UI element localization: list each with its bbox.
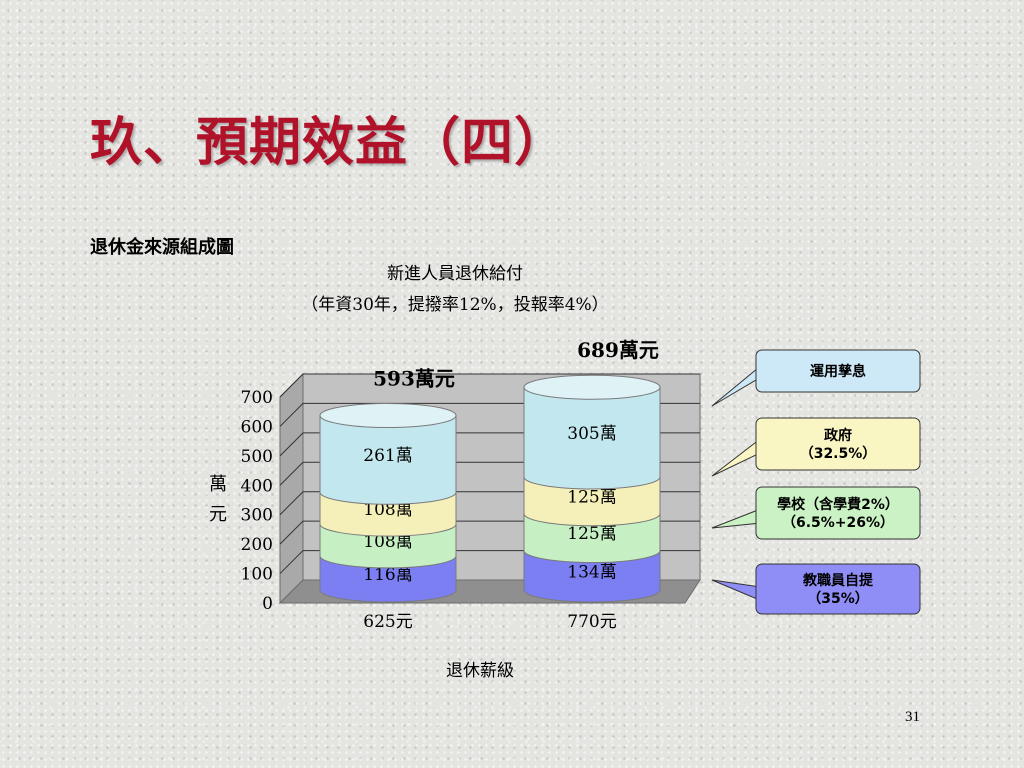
y-tick-label: 200 — [241, 535, 273, 555]
bar-segment — [523, 513, 661, 564]
page-number: 31 — [905, 709, 920, 725]
y-tick-label: 300 — [241, 506, 273, 526]
legend-callout-text: （35%） — [807, 591, 869, 607]
legend-callout-text: 運用孳息 — [810, 363, 866, 380]
y-tick-label: 100 — [241, 565, 273, 585]
chart-side-wall — [279, 372, 304, 605]
data-label: 116萬 — [363, 565, 412, 585]
legend-callout-text: （32.5%） — [800, 446, 877, 462]
x-tick-label: 625元 — [363, 612, 412, 632]
gridline — [279, 373, 700, 398]
data-label: 305萬 — [567, 424, 616, 444]
bar-segment — [319, 555, 457, 603]
chart-subtitle: （年資30年，提撥率12%，投報率4%） — [301, 295, 609, 315]
data-label: 125萬 — [567, 487, 616, 507]
slide-title: 玖、預期效益（四） — [90, 112, 568, 173]
data-label: 108萬 — [363, 500, 412, 520]
y-tick-label: 500 — [241, 447, 273, 467]
legend-callout-pointer — [711, 367, 758, 407]
y-tick-label: 600 — [241, 417, 273, 437]
legend-callout-box — [755, 417, 921, 471]
bar-top — [319, 402, 457, 428]
y-tick-label: 700 — [241, 388, 273, 408]
legend-callout-box — [755, 349, 921, 393]
bar-segment — [523, 386, 661, 490]
bar-segment — [319, 491, 457, 537]
x-axis-label: 退休薪級 — [446, 661, 514, 681]
section-label: 退休金來源組成圖 — [90, 237, 234, 258]
legend-callout-pointer — [711, 579, 758, 600]
chart-title: 新進人員退休給付 — [387, 264, 523, 284]
bar-segment — [319, 414, 457, 505]
bar-top — [523, 374, 661, 400]
legend-callout-box — [755, 563, 921, 615]
total-label: 593萬元 — [373, 366, 455, 390]
bar-segment — [523, 476, 661, 527]
legend-callout-text: 學校（含學費2%） — [777, 496, 899, 513]
y-axis-label: 萬 — [209, 474, 227, 495]
y-tick-label: 400 — [241, 476, 273, 496]
data-label: 261萬 — [363, 446, 412, 466]
legend-callout-text: （6.5%+26%） — [782, 515, 894, 531]
legend-callout-pointer — [711, 509, 758, 529]
y-axis-label: 元 — [209, 504, 227, 525]
x-tick-label: 770元 — [567, 612, 616, 632]
data-label: 108萬 — [363, 532, 412, 552]
legend-callout-pointer — [711, 440, 758, 477]
data-label: 134萬 — [567, 562, 616, 582]
bar-segment — [319, 523, 457, 569]
legend-callout-box — [755, 486, 921, 540]
total-label: 689萬元 — [577, 338, 659, 362]
bar-segment — [523, 550, 661, 603]
data-label: 125萬 — [567, 524, 616, 544]
legend-callout-text: 教職員自提 — [803, 572, 874, 589]
y-tick-label: 0 — [262, 594, 273, 614]
legend-callout-text: 政府 — [824, 427, 852, 444]
